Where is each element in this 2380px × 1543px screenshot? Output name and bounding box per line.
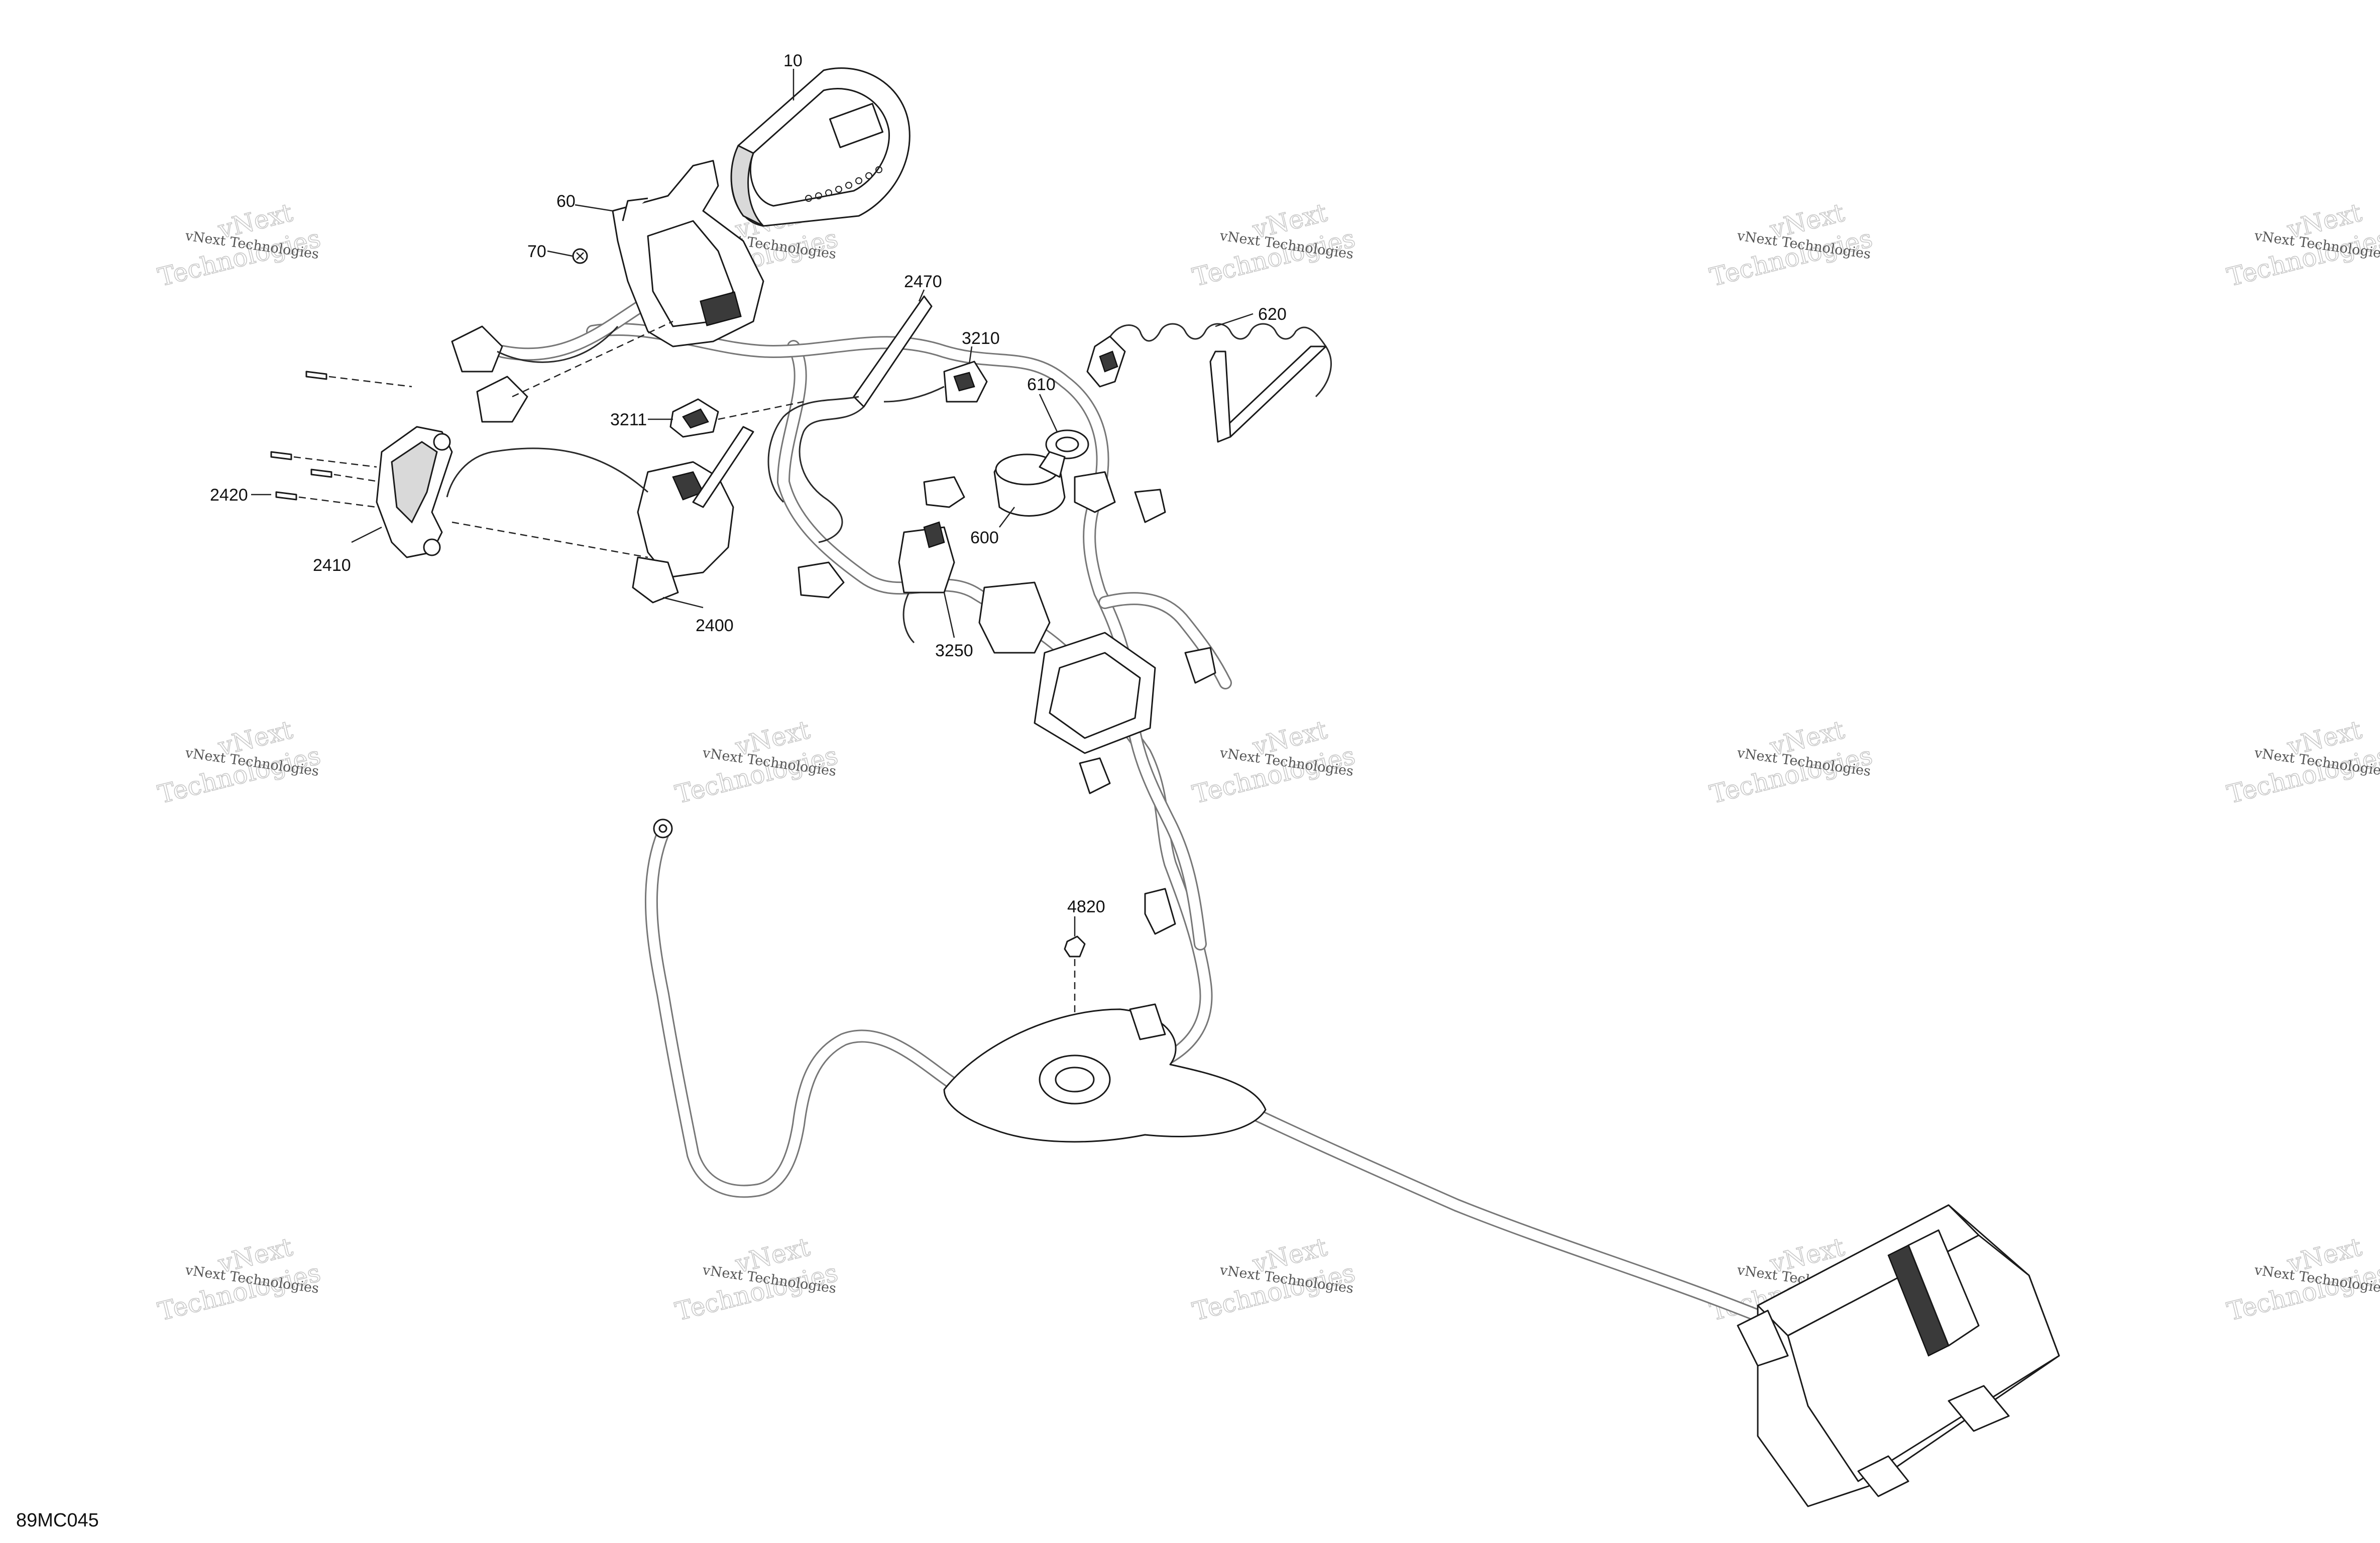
main-wiring-harness xyxy=(496,275,1855,1372)
callout-610: 610 xyxy=(1027,375,1056,394)
bracket-connector xyxy=(451,325,619,373)
key-switch-600 xyxy=(993,451,1066,517)
screws-2420 xyxy=(270,371,412,508)
callout-3211: 3211 xyxy=(610,410,647,429)
diagram-code: 89MC045 xyxy=(16,1510,99,1531)
callout-4820: 4820 xyxy=(1067,897,1105,916)
throttle-control-2400 xyxy=(446,320,754,604)
connector-3210 xyxy=(883,361,988,403)
callout-60: 60 xyxy=(556,192,576,211)
tether-cord-620 xyxy=(1086,323,1332,443)
harness-support-bracket xyxy=(1034,632,1156,754)
callout-10: 10 xyxy=(783,51,803,70)
callout-leaders xyxy=(251,69,1254,936)
screw-70 xyxy=(572,248,588,264)
callout-3210: 3210 xyxy=(962,329,1000,348)
ring-nut-610 xyxy=(1045,429,1089,459)
harness-connectors xyxy=(798,471,1216,935)
battery-box xyxy=(1737,1204,2060,1507)
callout-600: 600 xyxy=(970,528,999,547)
control-cover-2410 xyxy=(376,426,453,558)
connector-3211 xyxy=(669,398,804,438)
callout-70: 70 xyxy=(527,242,546,261)
callout-2410: 2410 xyxy=(313,556,351,575)
callout-3250: 3250 xyxy=(935,641,973,660)
mounting-plate xyxy=(943,1003,1267,1143)
digital-gauge-part xyxy=(730,67,911,227)
gauge-indicator-lights xyxy=(805,166,882,202)
callout-labels: 10 60 70 2470 3210 620 610 3211 2420 241… xyxy=(210,51,1287,916)
sensor-rod-2470 xyxy=(767,295,933,543)
gauge-support-bracket xyxy=(612,160,764,347)
callout-620: 620 xyxy=(1258,305,1287,324)
ring-terminal-hole xyxy=(658,824,667,833)
callout-2420: 2420 xyxy=(210,486,248,505)
callout-2400: 2400 xyxy=(696,616,734,635)
callout-2470: 2470 xyxy=(904,272,942,291)
switch-3250 xyxy=(898,521,955,644)
